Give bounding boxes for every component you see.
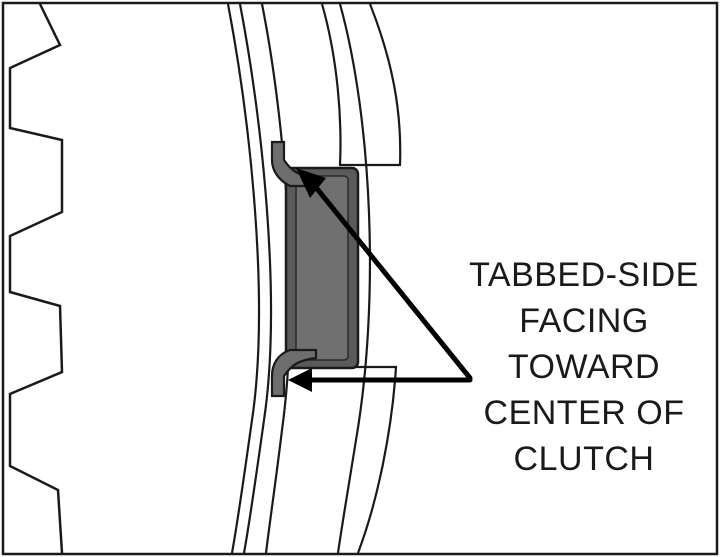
callout-arrows: [288, 168, 473, 392]
arrow-to-upper-tab: [307, 177, 473, 381]
clutch-ring-lines: [226, 3, 372, 554]
callout-text: TABBED-SIDE FACING TOWARD CENTER OF CLUT…: [456, 252, 712, 482]
callout-line-5: CLUTCH: [513, 440, 655, 478]
arrowhead-lower: [288, 368, 312, 392]
arrowhead-upper: [296, 168, 326, 198]
callout-line-1: TABBED-SIDE: [469, 256, 699, 294]
callout-line-3: TOWARD: [507, 348, 661, 386]
lower-step: [300, 365, 398, 554]
upper-step: [320, 3, 402, 167]
gear-teeth-profile: [8, 3, 64, 554]
callout-line-2: FACING: [519, 302, 649, 340]
callout-line-4: CENTER OF: [483, 394, 685, 432]
